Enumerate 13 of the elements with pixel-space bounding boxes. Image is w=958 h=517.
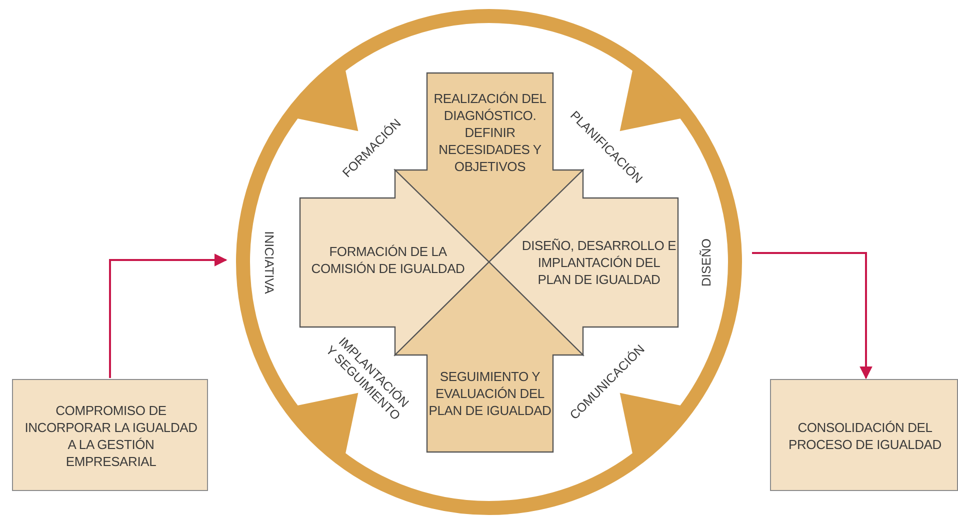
step-text: DISEÑO, DESARROLLO E IMPLANTACIÓN DEL PLAN DE IGUALDAD <box>520 236 678 288</box>
process-box <box>12 379 208 491</box>
step-text: FORMACIÓN DE LA COMISIÓN DE IGUALDAD <box>310 243 466 277</box>
step-text: CONSOLIDACIÓN DEL PROCESO DE IGUALDAD <box>788 419 942 453</box>
step-text: REALIZACIÓN DEL DIAGNÓSTICO. DEFINIR NECESIDADES Y OBJETIVOS <box>432 90 548 174</box>
cycle-ring <box>234 7 744 517</box>
step-text: COMPROMISO DE INCORPORAR LA IGUALDAD A LA GESTIÓN EMPRESARIAL <box>24 402 198 470</box>
arrow <box>109 254 228 378</box>
stage-label: DISEÑO <box>699 238 714 286</box>
stage-label: INICIATIVA <box>260 230 276 294</box>
step-text: SEGUIMIENTO Y EVALUACIÓN DEL PLAN DE IGUALDAD <box>428 368 552 418</box>
arrow <box>752 252 872 380</box>
process-box <box>770 379 958 491</box>
